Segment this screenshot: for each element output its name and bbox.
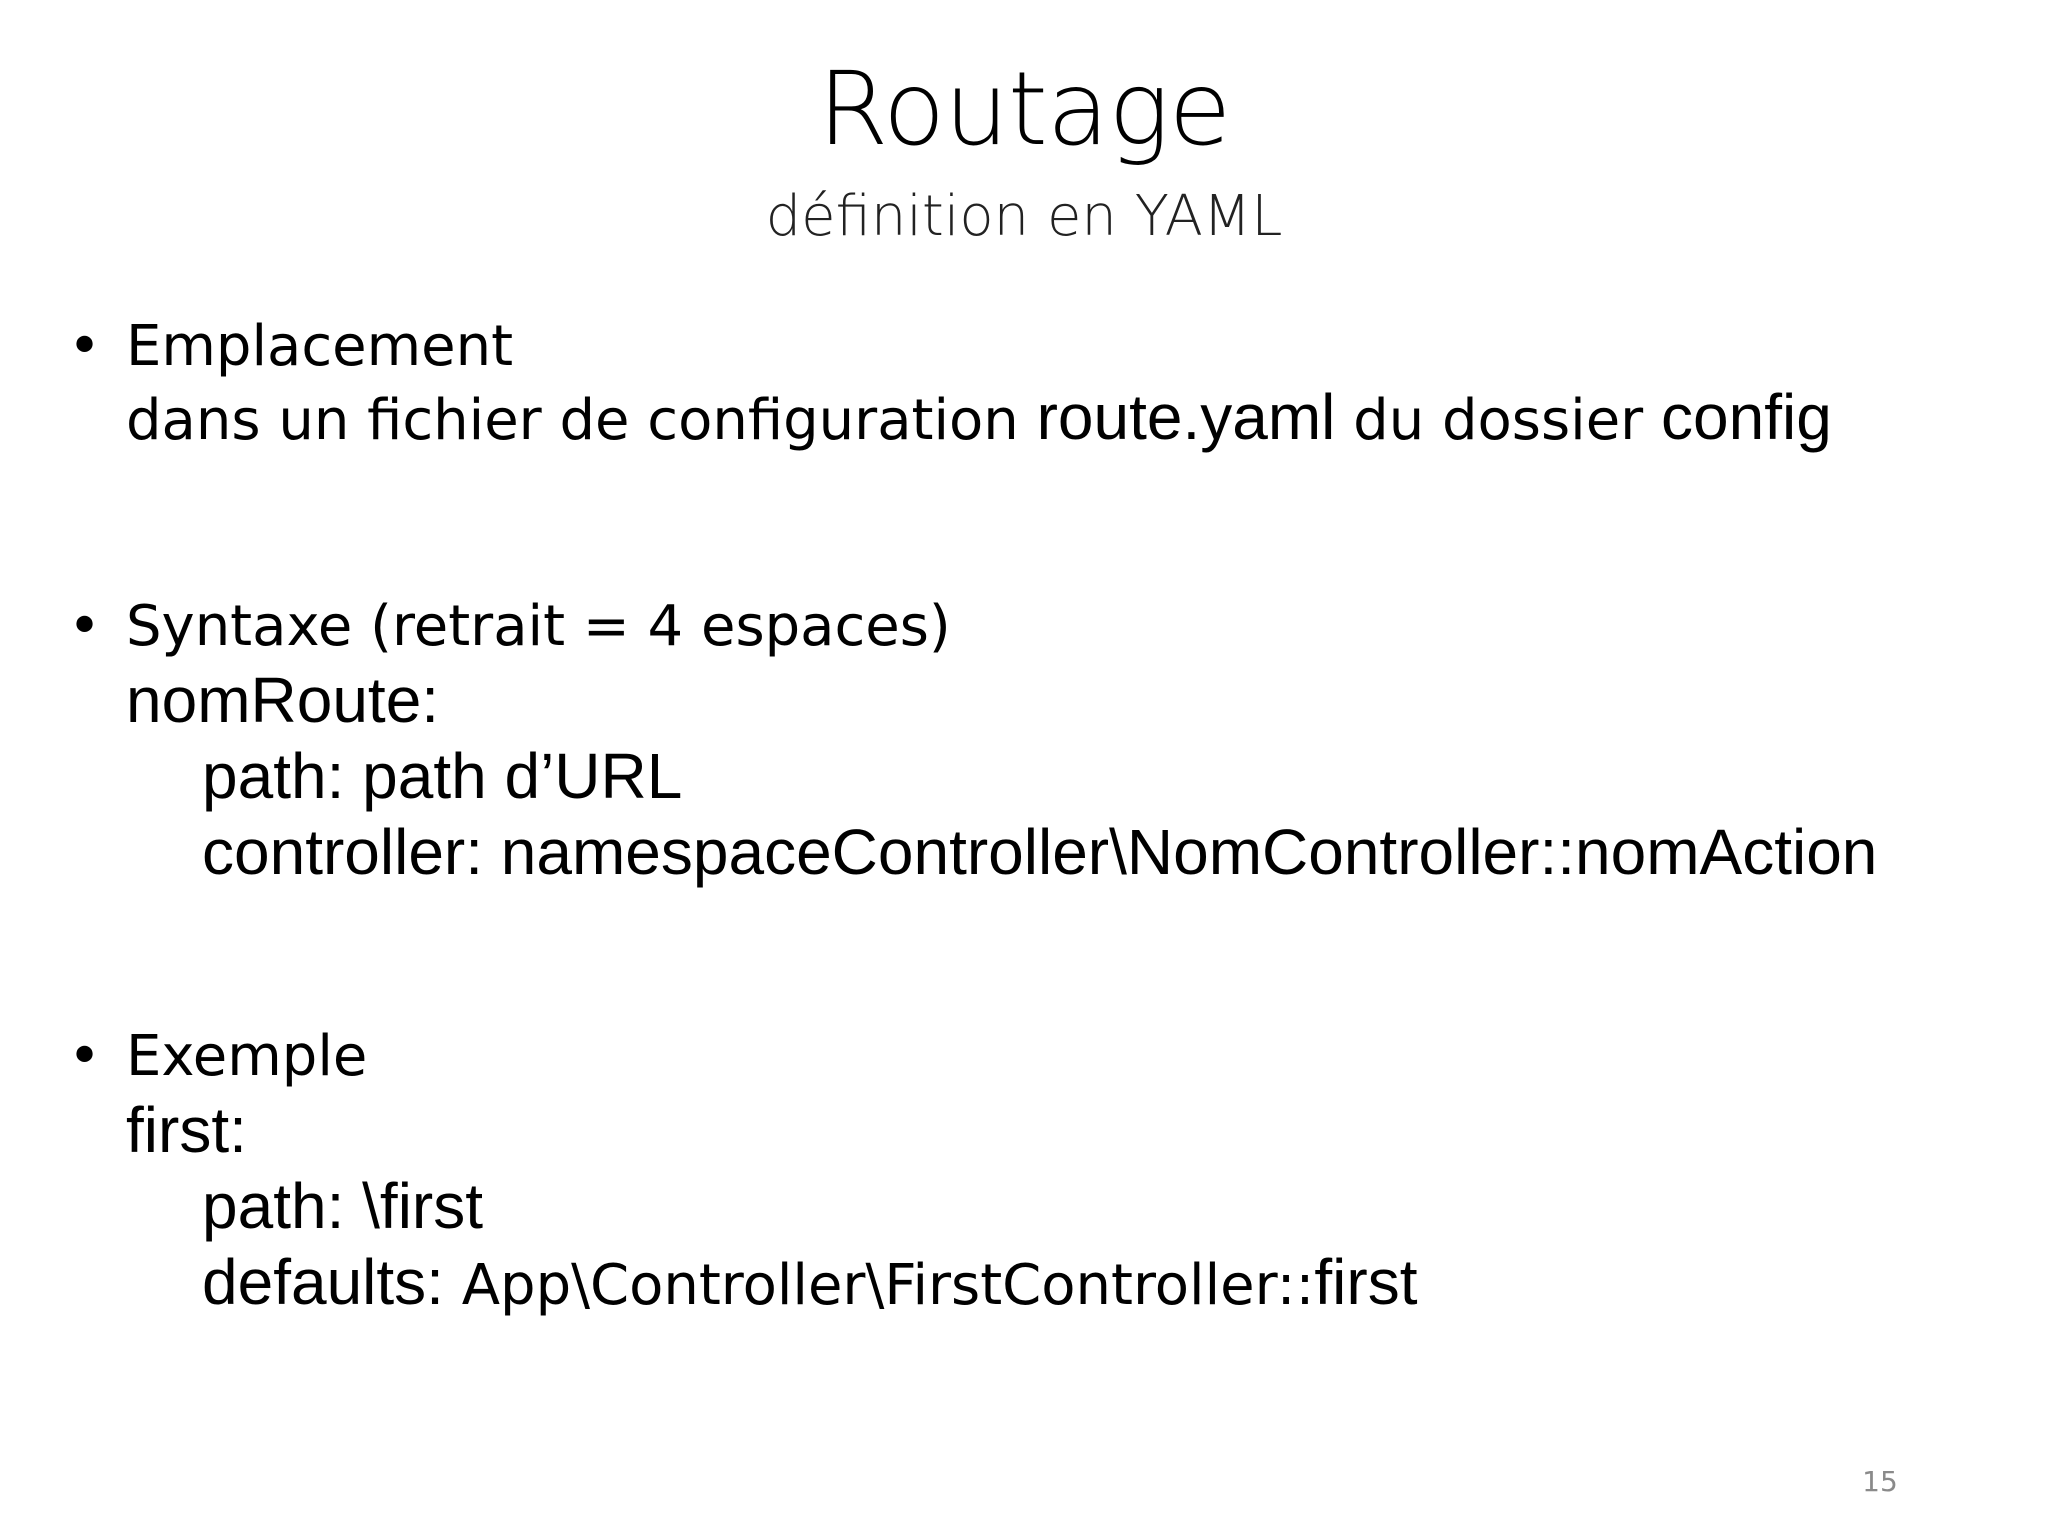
bullet-body: Exemple first: path: \first defaults: Ap… [126, 1022, 1417, 1324]
defaults-value: App\Controller\FirstController:: [461, 1253, 1315, 1318]
bullet-dot: • [68, 594, 102, 659]
bullet-dot: • [68, 1024, 102, 1089]
bullet-description: dans un fichier de configuration route.y… [126, 382, 1832, 456]
route-name-line: first: [126, 1094, 247, 1166]
folder-name: config [1661, 381, 1832, 453]
defaults-method: first [1314, 1246, 1418, 1318]
bullet-body: Emplacement dans un fichier de configura… [126, 312, 1832, 456]
slide-subtitle: définition en YAML [765, 184, 1283, 249]
slide-title: Routage [817, 50, 1232, 169]
controller-line: controller: namespaceController\NomContr… [202, 816, 1878, 888]
bullet-dot: • [68, 314, 102, 379]
bullet-heading: Exemple [126, 1024, 368, 1089]
path-line: path: \first [202, 1170, 483, 1242]
description-mid: du dossier [1335, 388, 1661, 453]
defaults-line: defaults: App\Controller\FirstController… [126, 1244, 1417, 1324]
description-prefix: dans un fichier de configuration [126, 388, 1037, 453]
file-name: route.yaml [1036, 381, 1336, 453]
bullet-heading: Syntaxe (retrait = 4 espaces) [126, 594, 951, 659]
bullet-body: Syntaxe (retrait = 4 espaces) nomRoute: … [126, 592, 1877, 890]
route-name-line: nomRoute: [126, 664, 440, 736]
path-line: path: path d’URL [202, 740, 683, 812]
page-number: 15 [1862, 1465, 1898, 1498]
defaults-label: defaults: [202, 1246, 462, 1318]
bullet-heading: Emplacement [126, 314, 514, 379]
